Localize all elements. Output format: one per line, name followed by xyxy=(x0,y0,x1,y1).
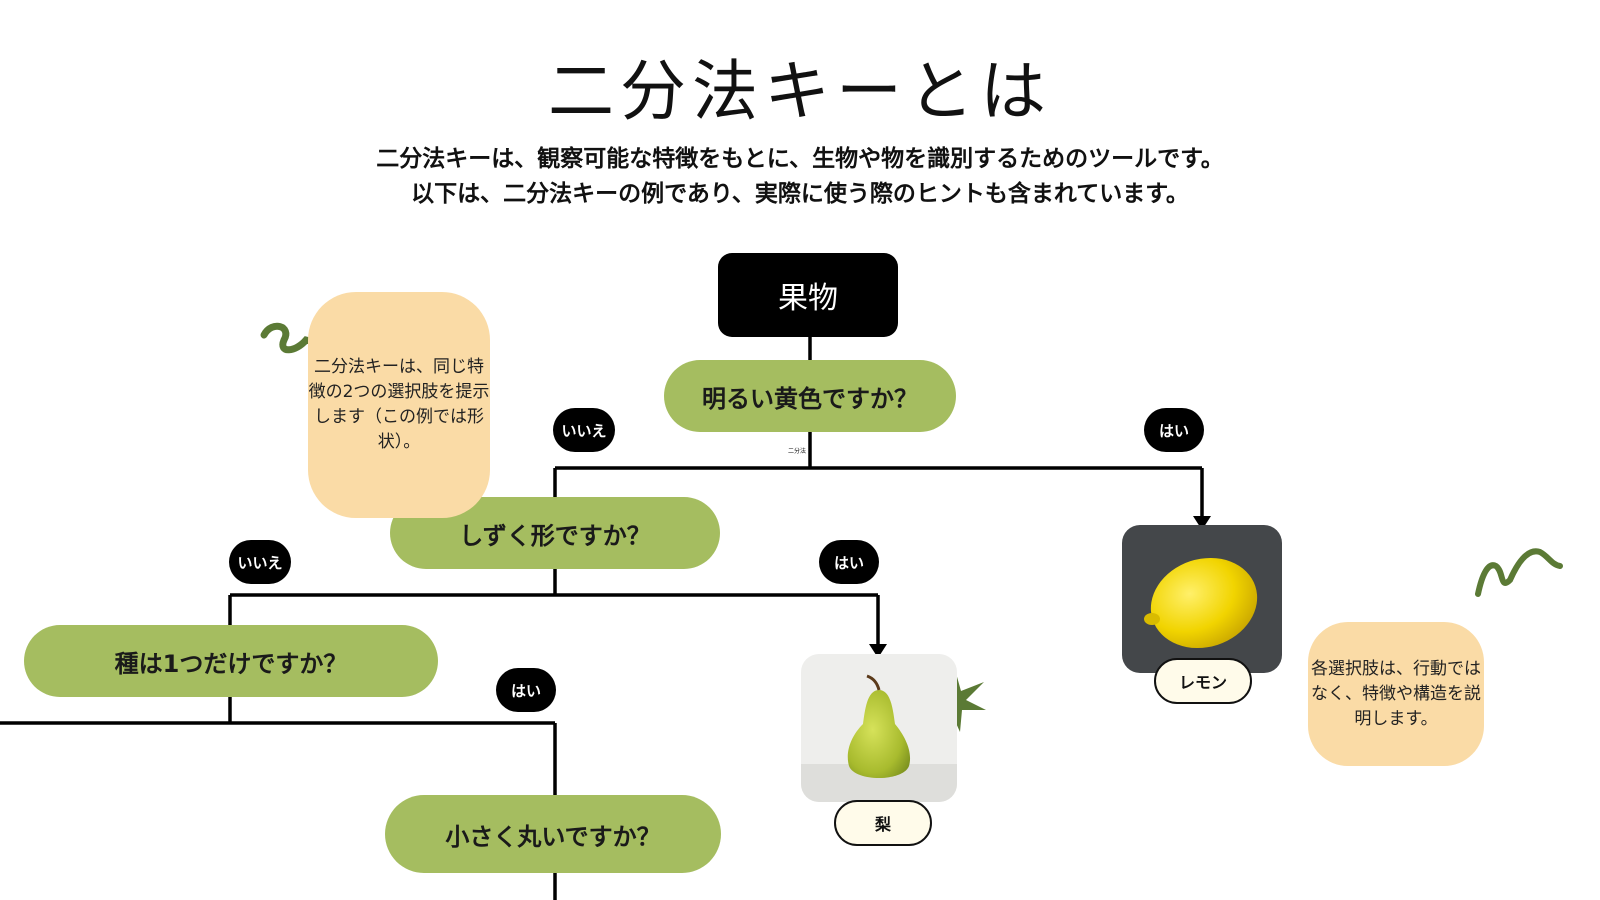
question-small-round: 小さく丸いですか？ xyxy=(385,795,721,873)
result-lemon: レモン xyxy=(1154,658,1252,704)
note-two-choices: 二分法キーは、同じ特徴の2つの選択肢を提示します（この例では形状）。 xyxy=(308,292,490,518)
question-drop-shape: しずく形ですか？ xyxy=(390,497,720,569)
question-single-seed: 種は1つだけですか？ xyxy=(24,625,438,697)
result-pear: 梨 xyxy=(834,800,932,846)
question-bright-yellow: 明るい黄色ですか？ xyxy=(664,360,956,432)
badge-q2-yes: はい xyxy=(819,540,879,584)
page-title: 二分法キーとは xyxy=(548,53,1052,130)
page-subtitle: 二分法キーは、観察可能な特徴をもとに、生物や物を識別するためのツールです。 以下… xyxy=(0,142,1600,212)
note-choice-description: 各選択肢は、行動ではなく、特徴や構造を説明します。 xyxy=(1308,622,1484,766)
subtitle-line-1: 二分法キーは、観察可能な特徴をもとに、生物や物を識別するためのツールです。 xyxy=(376,146,1224,172)
badge-q1-no: いいえ xyxy=(553,408,615,452)
wave-doodle-icon xyxy=(1475,548,1563,597)
badge-q2-no: いいえ xyxy=(229,540,291,584)
lemon-icon xyxy=(1144,557,1258,649)
pear-icon xyxy=(801,674,957,802)
root-node: 果物 xyxy=(718,253,898,337)
lemon-photo xyxy=(1122,525,1282,673)
tiny-label: 二分法 xyxy=(788,448,807,455)
badge-q3-yes: はい xyxy=(496,668,556,712)
badge-q1-yes: はい xyxy=(1144,408,1204,452)
squiggle-doodle-icon xyxy=(260,322,322,354)
subtitle-line-2: 以下は、二分法キーの例であり、実際に使う際のヒントも含まれています。 xyxy=(411,181,1189,207)
pear-photo xyxy=(801,654,957,802)
